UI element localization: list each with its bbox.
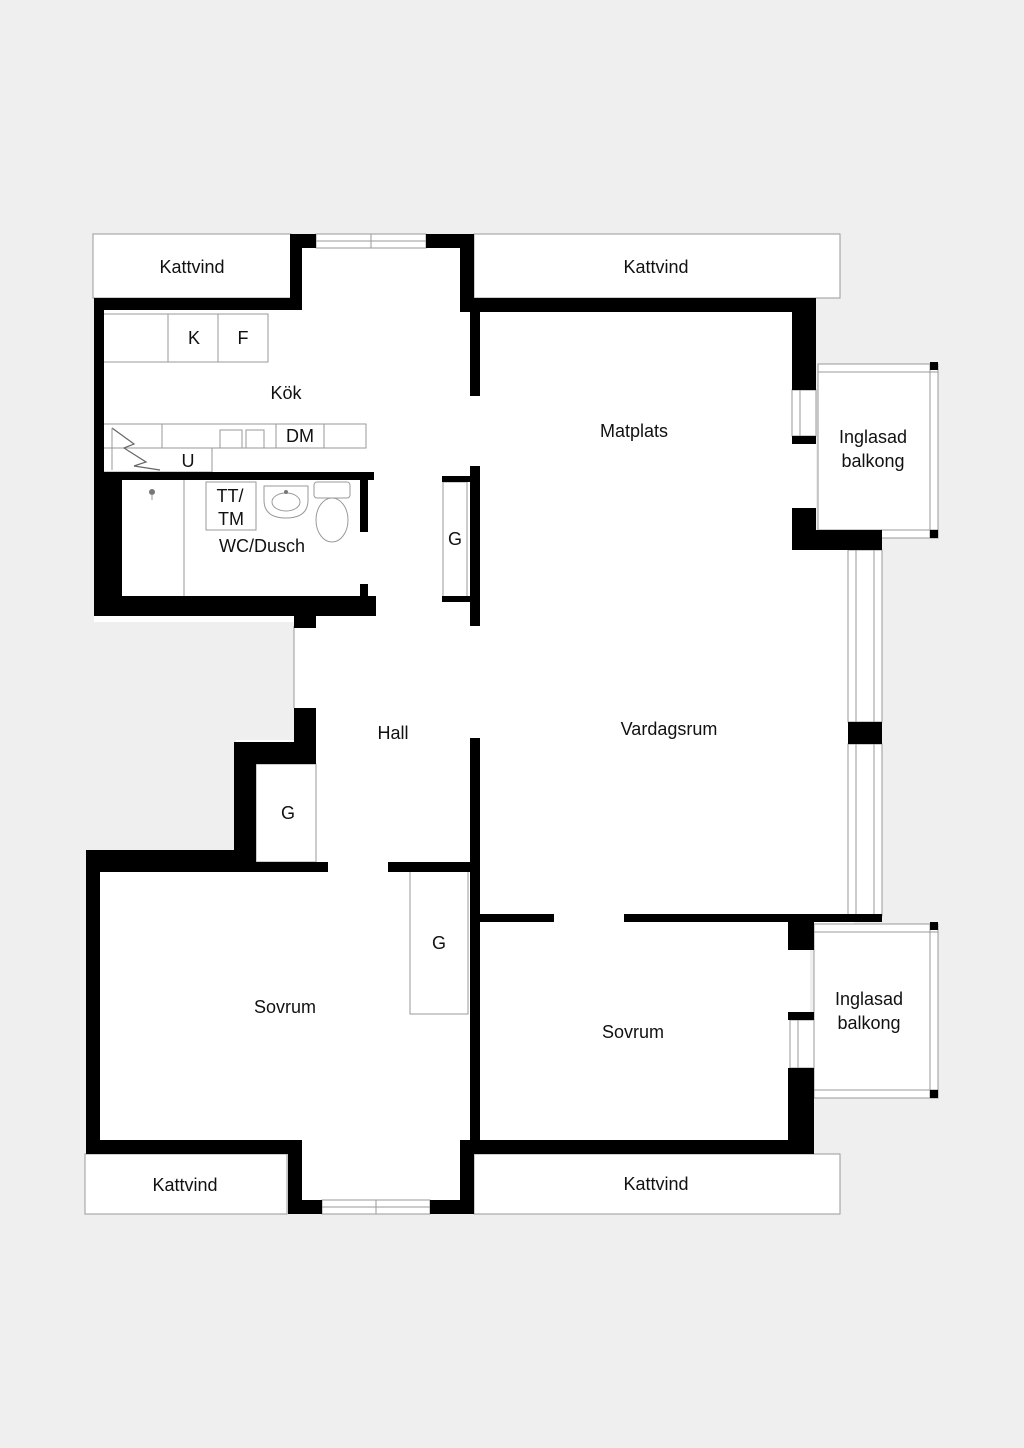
glazed-balcony-bottom-label-line2: balkong	[837, 1013, 900, 1033]
floor-area	[88, 240, 882, 1210]
washer-dryer-label-line1: TT/	[217, 486, 244, 506]
hall-label: Hall	[377, 723, 408, 743]
kattvind-bottom-right-label: Kattvind	[623, 1174, 688, 1194]
closet-hall-label: G	[281, 803, 295, 823]
bathroom-label: WC/Dusch	[219, 536, 305, 556]
fixture-outlines	[101, 313, 469, 1015]
freezer-label: F	[238, 328, 249, 348]
room-labels: Kattvind Kattvind Kattvind Kattvind K F …	[152, 257, 907, 1195]
glazed-balcony-top-label-line2: balkong	[841, 451, 904, 471]
bedroom-right-label: Sovrum	[602, 1022, 664, 1042]
kattvind-top-left-label: Kattvind	[159, 257, 224, 277]
dishwasher-label: DM	[286, 426, 314, 446]
closet-bath-label: G	[448, 529, 462, 549]
glazed-balcony-bottom-label-line1: Inglasad	[835, 989, 903, 1009]
living-room-label: Vardagsrum	[621, 719, 718, 739]
fridge-label: K	[188, 328, 200, 348]
walls	[86, 234, 882, 1214]
kitchen-label: Kök	[270, 383, 302, 403]
closet-bedroom-label: G	[432, 933, 446, 953]
kattvind-bottom-left-label: Kattvind	[152, 1175, 217, 1195]
bedroom-left-label: Sovrum	[254, 997, 316, 1017]
dining-label: Matplats	[600, 421, 668, 441]
kattvind-top-right-label: Kattvind	[623, 257, 688, 277]
kattvind-boxes	[84, 233, 841, 1215]
glazed-balconies	[813, 362, 939, 1099]
windows	[293, 233, 883, 1215]
oven-label: U	[182, 451, 195, 471]
glazed-balcony-top-label-line1: Inglasad	[839, 427, 907, 447]
washer-dryer-label-line2: TM	[218, 509, 244, 529]
